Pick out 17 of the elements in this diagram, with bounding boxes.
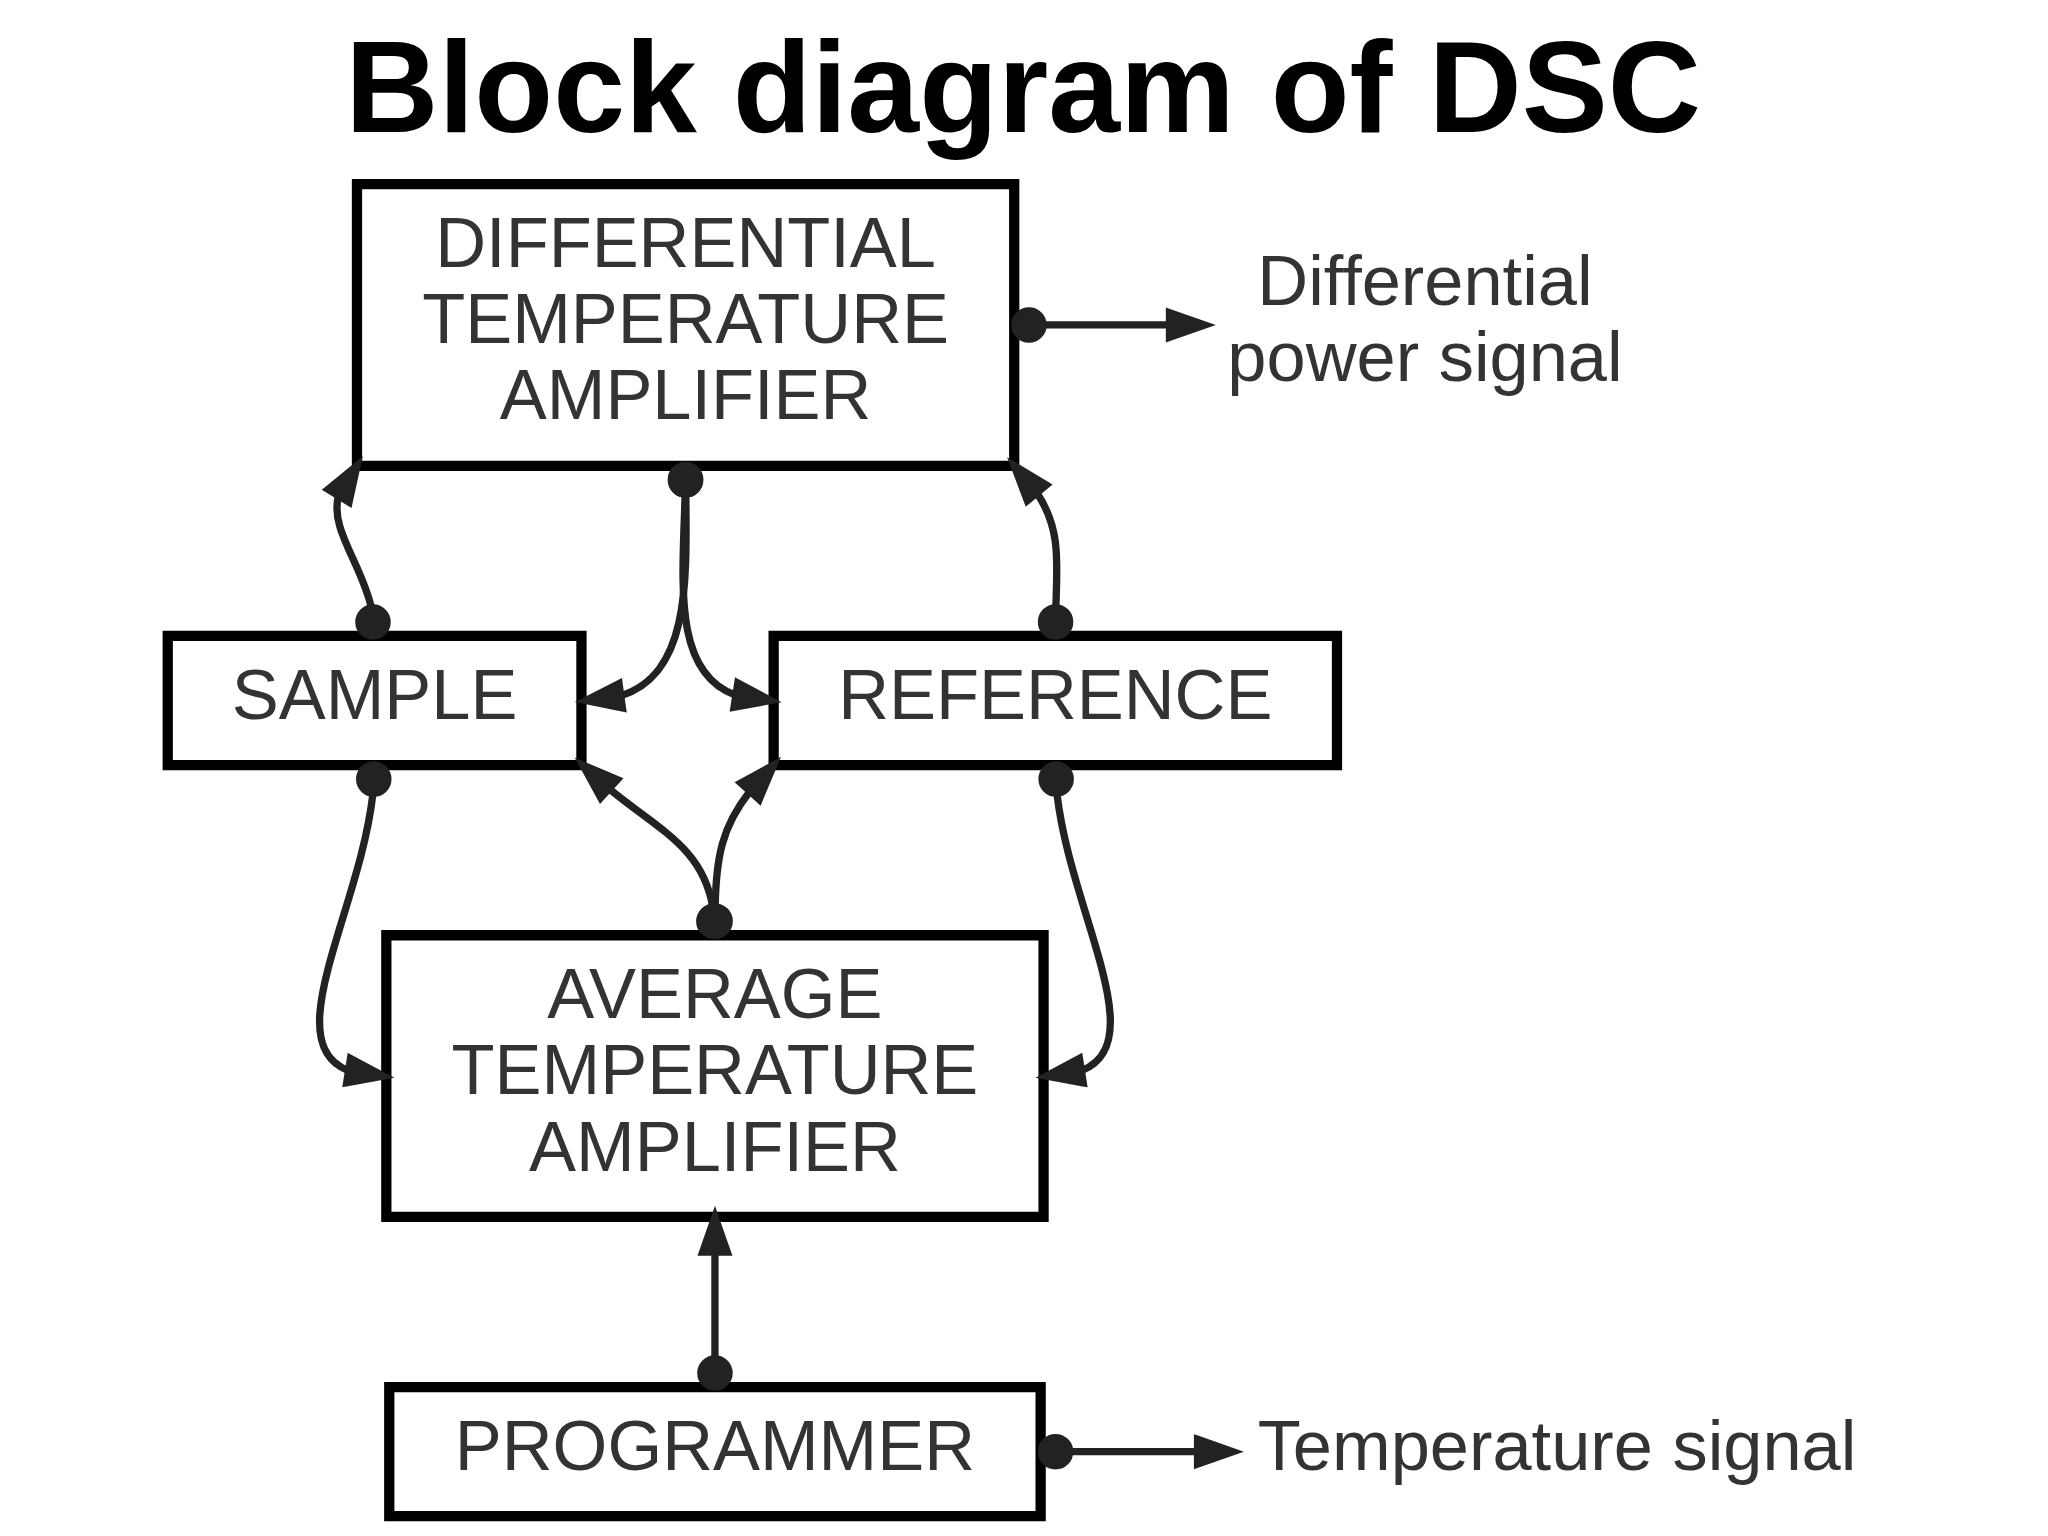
node-box: PROGRAMMER: [383, 1381, 1046, 1522]
arrow: [315, 761, 394, 1088]
node-box: DIFFERENTIAL TEMPERATURE AMPLIFIER: [351, 178, 1019, 471]
node-box: SAMPLE: [162, 630, 587, 771]
arrow: [1035, 761, 1114, 1088]
node-box: AVERAGE TEMPERATURE AMPLIFIER: [380, 930, 1049, 1223]
node-box: REFERENCE: [768, 630, 1342, 771]
arrow: [1010, 307, 1216, 343]
arrow: [1006, 457, 1073, 640]
arrow: [696, 1205, 733, 1391]
node-text: Differential power signal: [1226, 241, 1623, 397]
diagram-title: Block diagram of DSC: [344, 14, 1701, 159]
node-text: Temperature signal: [1257, 1405, 1856, 1485]
arrow: [667, 462, 782, 712]
arrow: [1037, 1433, 1244, 1470]
arrow: [574, 462, 703, 713]
arrow: [321, 456, 391, 640]
